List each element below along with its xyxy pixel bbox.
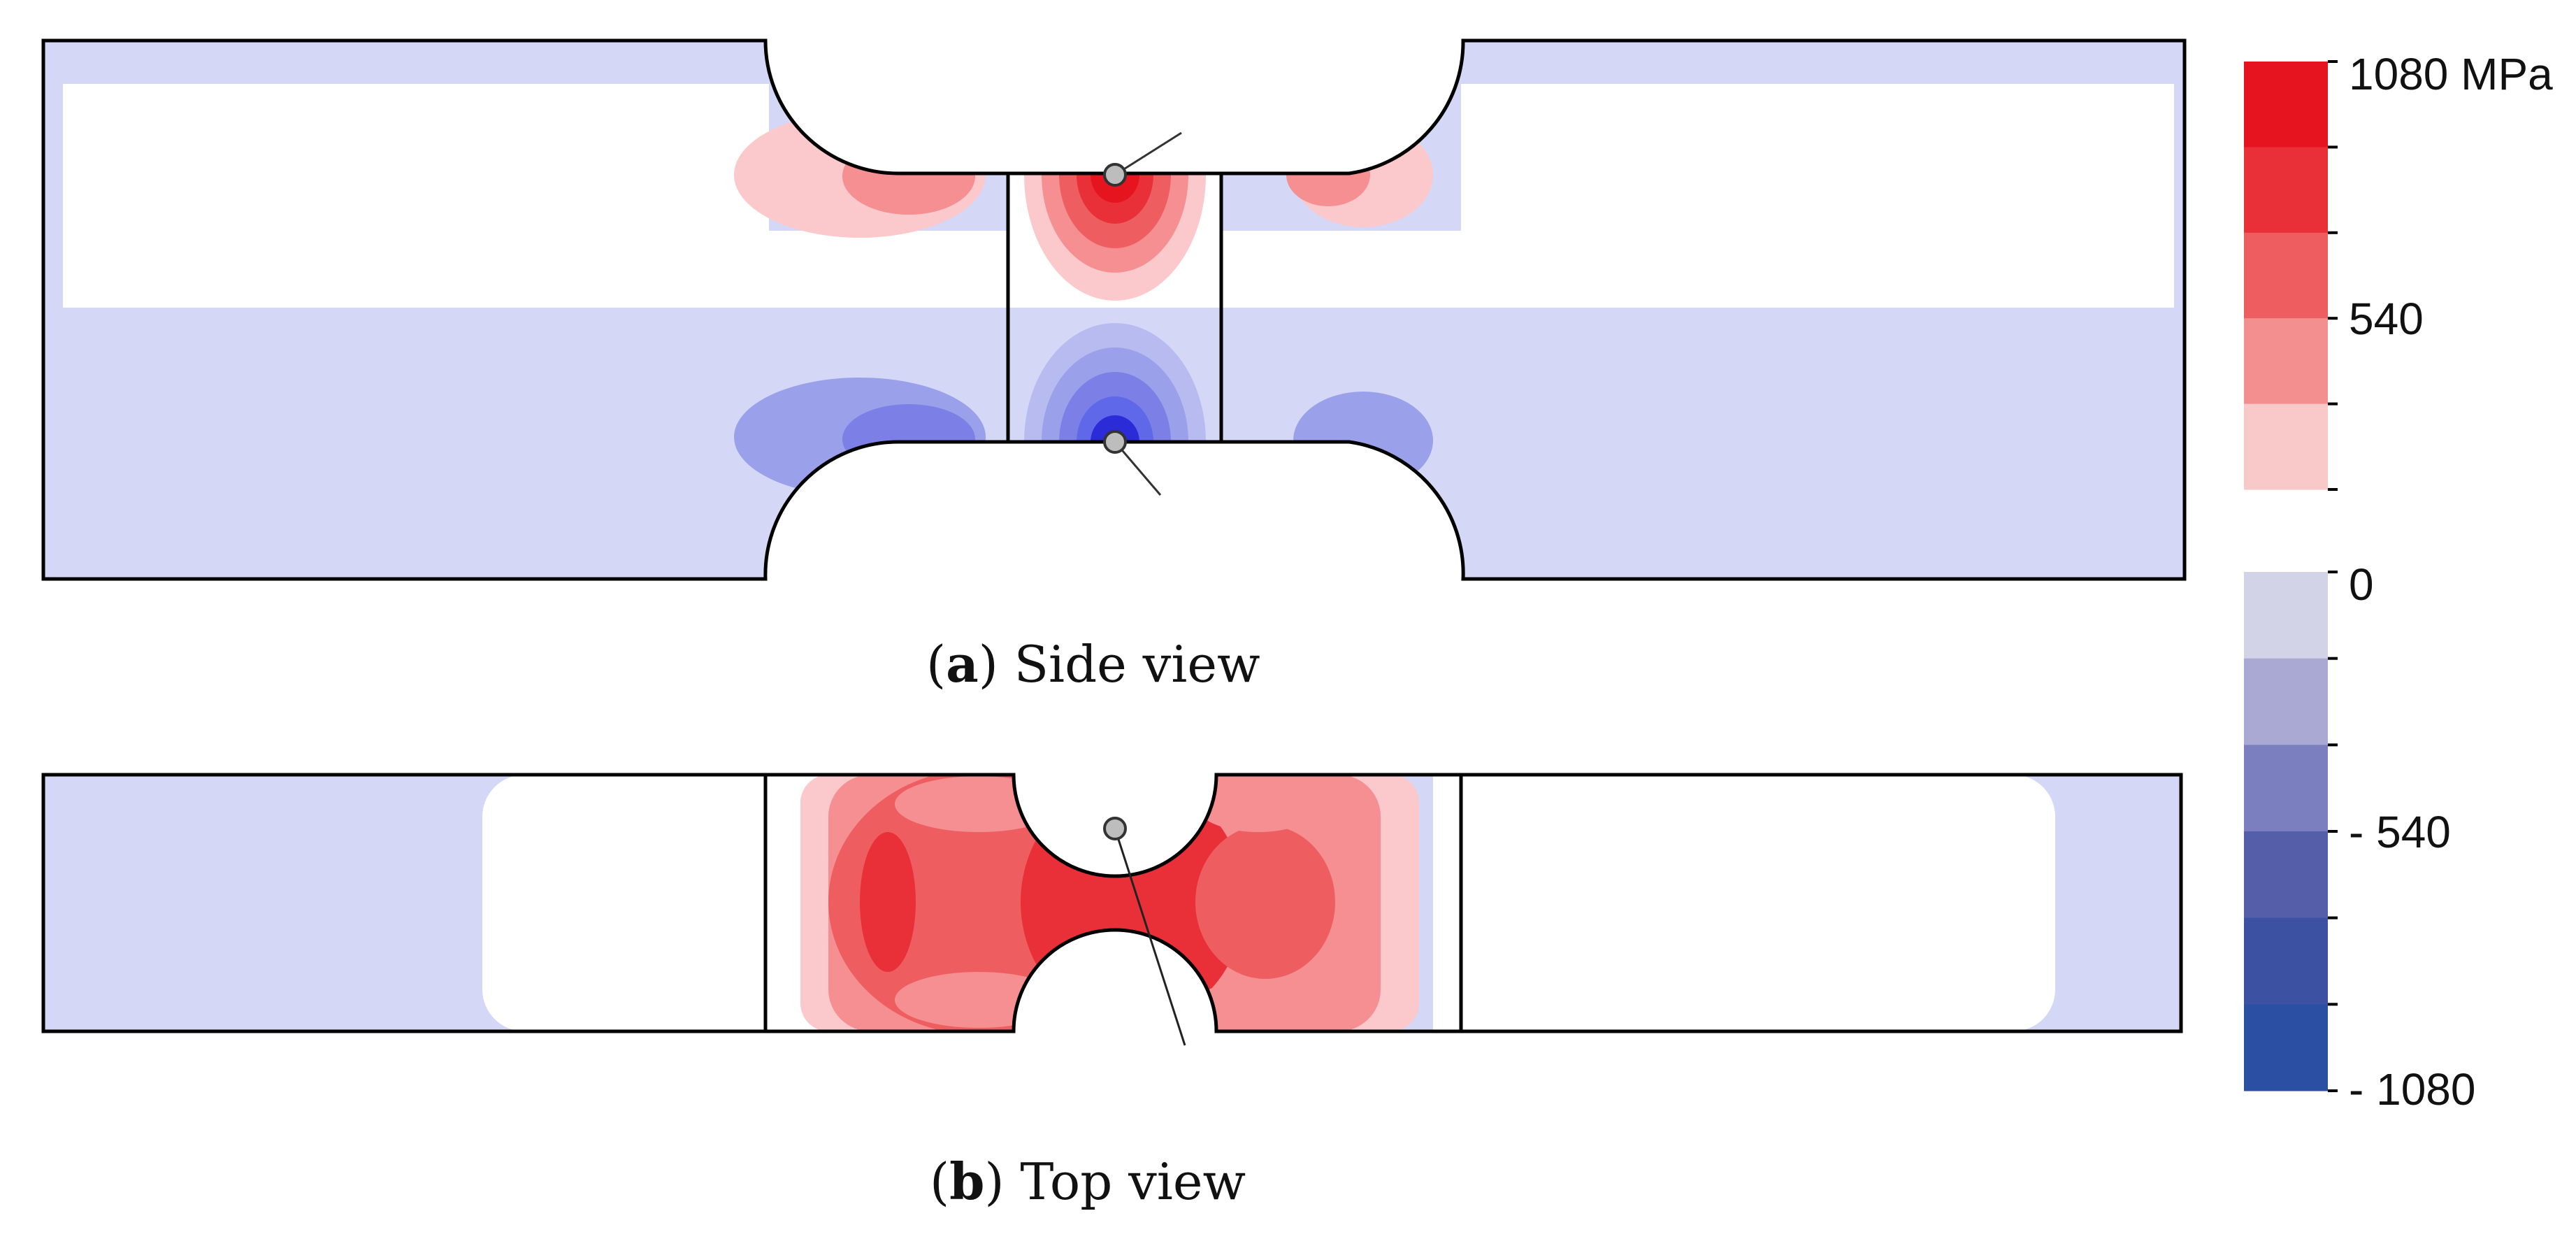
side-gauge-top bbox=[1103, 163, 1127, 187]
top-red-field-10 bbox=[1195, 979, 1321, 1031]
side-gauge-bottom bbox=[1103, 430, 1127, 454]
top-view-specimen bbox=[41, 773, 2183, 1046]
legend-negative-scale bbox=[2244, 572, 2328, 1091]
side-white-zone-left bbox=[63, 84, 769, 308]
side-view-specimen bbox=[41, 38, 2187, 581]
side-gauge-top-wire bbox=[1114, 131, 1182, 176]
caption-top-view: (b) Top view bbox=[930, 1152, 1246, 1211]
side-outline bbox=[41, 38, 2187, 581]
top-red-field-7 bbox=[895, 776, 1063, 832]
legend-band-negative-1 bbox=[2244, 658, 2328, 745]
top-gauge-wire bbox=[1114, 828, 1186, 1046]
legend-band-negative-5 bbox=[2244, 1004, 2328, 1091]
top-red-field-4 bbox=[860, 832, 916, 972]
legend-band-positive-2 bbox=[2244, 232, 2328, 319]
legend-label-540: 540 bbox=[2349, 294, 2424, 344]
legend-band-negative-3 bbox=[2244, 831, 2328, 919]
top-gauge bbox=[1103, 817, 1127, 840]
legend-ticks bbox=[2328, 60, 2338, 1092]
legend-band-negative-2 bbox=[2244, 745, 2328, 832]
top-white-right-pad bbox=[1433, 775, 1531, 1031]
legend-label-zero: 0 bbox=[2349, 559, 2374, 610]
side-white-zone-right bbox=[1461, 84, 2174, 308]
top-white-zone-right bbox=[1482, 775, 2055, 1031]
color-legend: 1080 MPa 540 0 - 540 - 1080 bbox=[2244, 49, 2553, 1115]
legend-label-min: - 1080 bbox=[2349, 1064, 2475, 1115]
top-red-field-6 bbox=[1195, 825, 1335, 979]
caption-side-view: (a) Side view bbox=[926, 634, 1260, 694]
top-red-field-9 bbox=[1195, 776, 1321, 832]
top-outline bbox=[41, 773, 2183, 1033]
top-red-field-8 bbox=[895, 972, 1063, 1028]
legend-band-positive-3 bbox=[2244, 318, 2328, 405]
legend-band-positive-0 bbox=[2244, 62, 2328, 148]
side-lobe-upper-left-inner bbox=[842, 138, 975, 215]
legend-label-minus-540: - 540 bbox=[2349, 807, 2451, 857]
legend-band-positive-4 bbox=[2244, 403, 2328, 490]
top-white-zone-left bbox=[482, 775, 790, 1031]
legend-positive-scale bbox=[2244, 62, 2328, 490]
legend-band-negative-4 bbox=[2244, 917, 2328, 1005]
legend-band-negative-0 bbox=[2244, 572, 2328, 659]
legend-band-positive-1 bbox=[2244, 147, 2328, 234]
side-lobe-lower-left-inner bbox=[842, 404, 975, 474]
legend-label-max: 1080 MPa bbox=[2349, 49, 2553, 99]
